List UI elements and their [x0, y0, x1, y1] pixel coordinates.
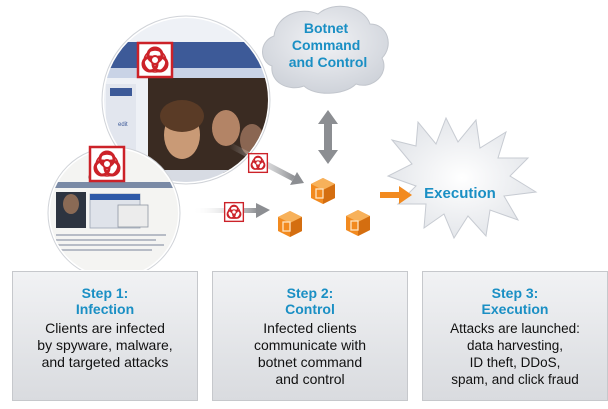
biohazard-icon [136, 41, 174, 79]
command-control-label: Botnet Command and Control [289, 20, 368, 70]
step-3-box: Step 3:Execution Attacks are launched:da… [422, 271, 608, 401]
execution-burst: Execution [386, 116, 538, 240]
infected-client-screenshot-2 [47, 146, 181, 270]
control-double-arrow [318, 110, 338, 164]
command-line-1: Botnet [304, 20, 349, 36]
bot-cube-icon [310, 177, 336, 205]
step-3-title: Step 3:Execution [481, 285, 549, 317]
bot-cube-icon [345, 209, 371, 237]
biohazard-icon [88, 145, 126, 183]
botnet-diagram: Botnet Command and Control Execution edi… [47, 5, 538, 270]
biohazard-icon [247, 152, 269, 174]
execution-label: Execution [424, 185, 496, 202]
command-line-3: and Control [289, 54, 368, 70]
bot-cube-icon [277, 210, 303, 238]
execution-arrow [380, 186, 412, 204]
step-1-title: Step 1:Infection [75, 285, 135, 317]
step-2-title: Step 2:Control [285, 285, 335, 317]
step-3-description: Attacks are launched:data harvesting,ID … [450, 321, 580, 387]
command-line-2: Command [292, 37, 360, 53]
biohazard-icon [223, 201, 245, 223]
thumbnail-edit-label: edit [118, 122, 128, 128]
command-control-cloud: Botnet Command and Control [262, 5, 389, 94]
